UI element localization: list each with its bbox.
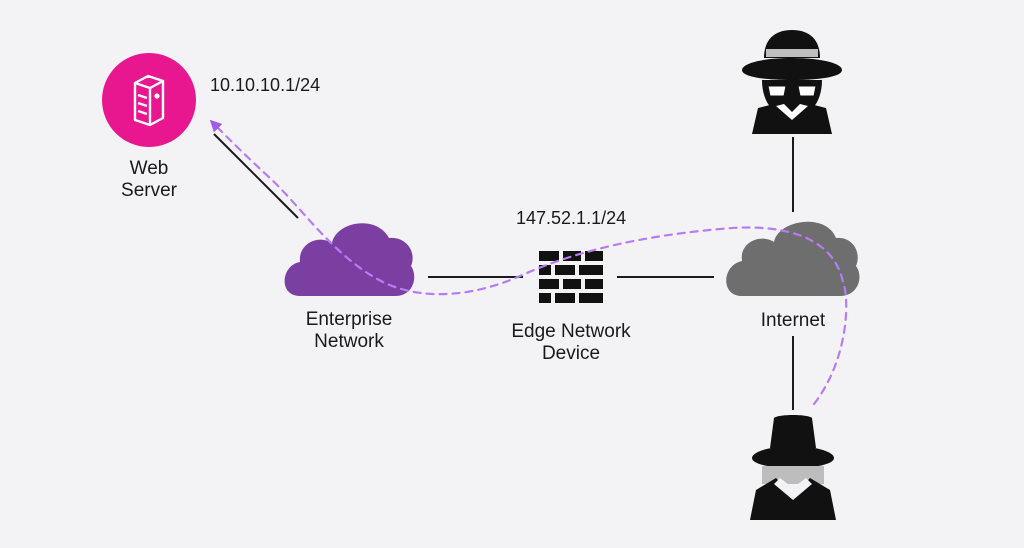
internet-label: Internet bbox=[760, 310, 826, 331]
hacker-bottom-icon[interactable] bbox=[750, 415, 836, 520]
server-icon bbox=[133, 74, 165, 127]
web-server-node[interactable] bbox=[102, 53, 196, 147]
edge-device-label: Edge Network Device bbox=[496, 321, 646, 365]
web-server-label-line2: Server bbox=[121, 180, 177, 201]
attack-path bbox=[209, 119, 848, 406]
web-server-label: Web Server bbox=[104, 158, 194, 202]
hacker-top-icon[interactable] bbox=[742, 30, 842, 134]
firewall-icon[interactable] bbox=[539, 251, 603, 303]
edge-device-label-line2: Device bbox=[541, 343, 601, 364]
link-enterprise-webserver bbox=[213, 133, 299, 219]
edge-device-label-line1: Edge Network bbox=[511, 321, 631, 342]
internet-cloud-icon[interactable] bbox=[726, 221, 860, 296]
edge-device-ip: 147.52.1.1/24 bbox=[516, 208, 627, 228]
web-server-label-line1: Web bbox=[129, 158, 169, 179]
enterprise-network-label-line1: Enterprise bbox=[305, 309, 393, 330]
enterprise-network-label: Enterprise Network bbox=[284, 309, 414, 353]
web-server-ip: 10.10.10.1/24 bbox=[210, 75, 321, 95]
enterprise-network-label-line2: Network bbox=[314, 331, 384, 352]
